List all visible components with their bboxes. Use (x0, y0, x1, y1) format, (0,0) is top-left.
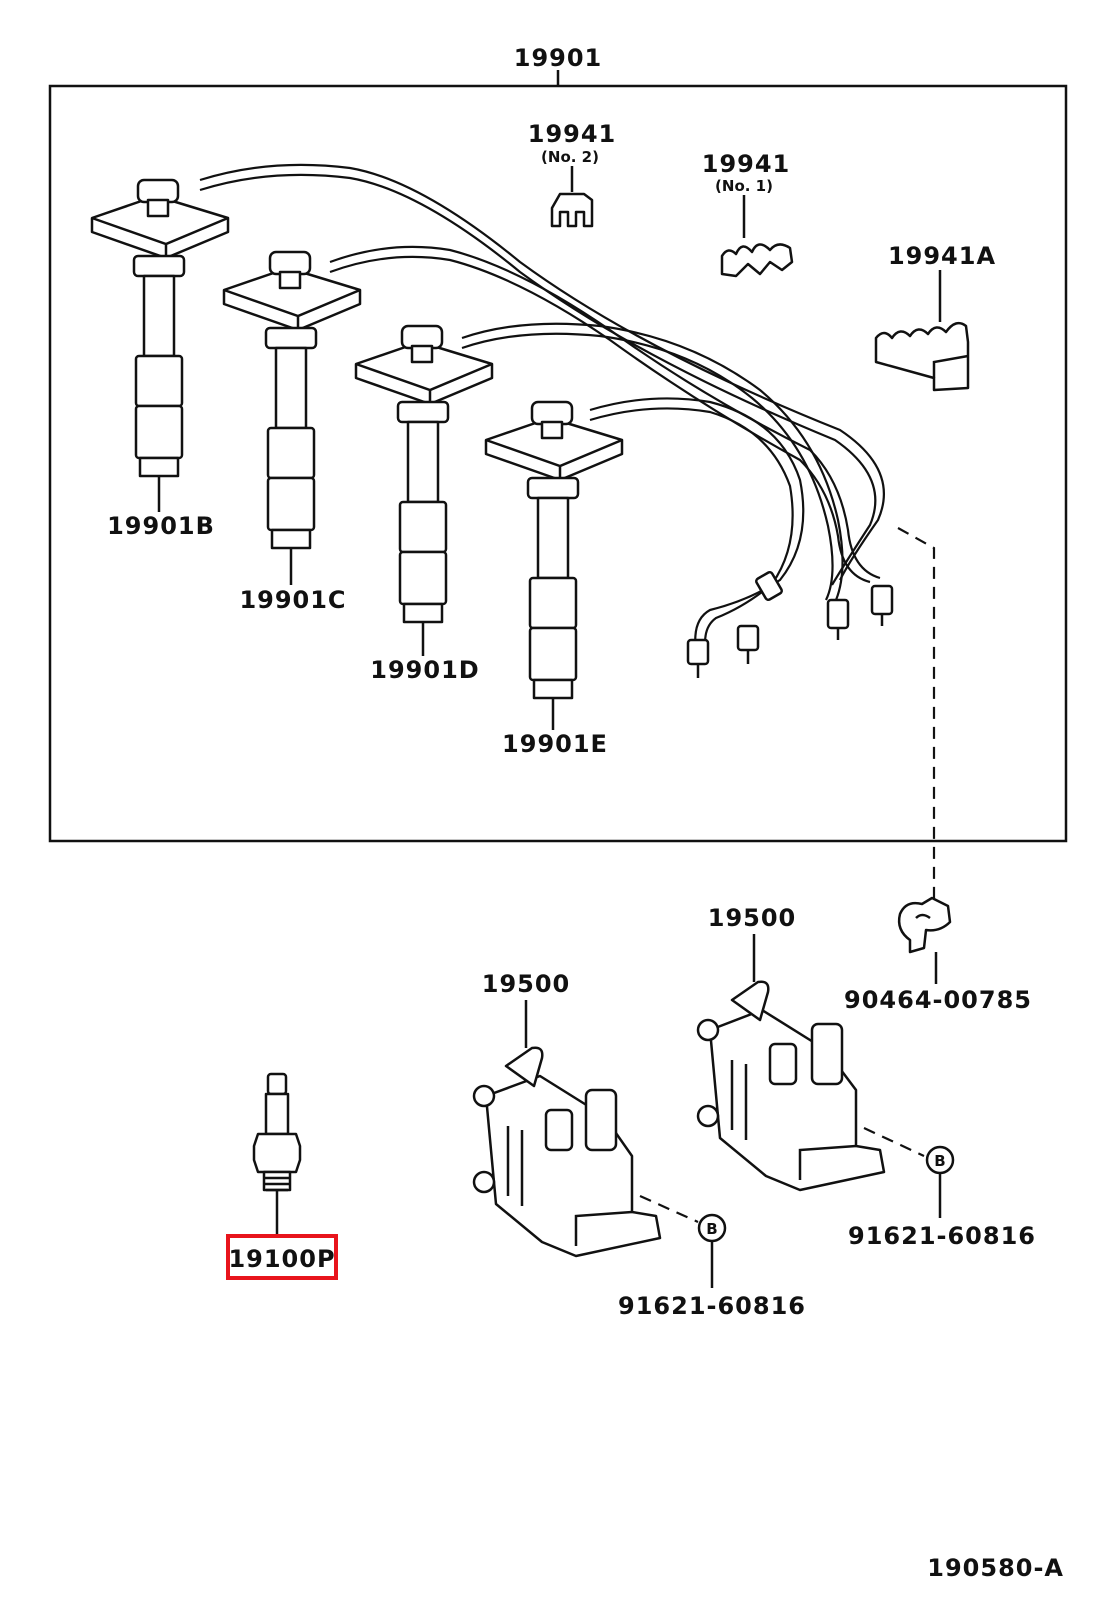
label-19941-no1-sub: (No. 1) (715, 177, 773, 195)
figure-code: 190580-A (927, 1554, 1064, 1582)
ignition-wires (199, 163, 885, 653)
clamp-a-icon (874, 321, 970, 392)
spark-plug-highlight-box (226, 1234, 338, 1280)
bolt-left-marker-letter: B (706, 1220, 717, 1238)
label-19941-no2[interactable]: 19941 (528, 120, 617, 148)
coil-right-icon (696, 980, 886, 1192)
label-19500-left[interactable]: 19500 (482, 970, 571, 998)
label-19901[interactable]: 19901 (514, 44, 603, 72)
label-19901E[interactable]: 19901E (502, 730, 608, 758)
bolt-left-dashed-leader (639, 1194, 699, 1224)
cord-19901D-icon (354, 324, 494, 624)
label-91621-60816-right[interactable]: 91621-60816 (848, 1222, 1036, 1250)
label-90464-00785[interactable]: 90464-00785 (844, 986, 1032, 1014)
bolt-right-marker-letter: B (934, 1152, 945, 1170)
label-91621-60816-left[interactable]: 91621-60816 (618, 1292, 806, 1320)
label-19901D[interactable]: 19901D (370, 656, 479, 684)
wire-end-boots (686, 570, 894, 678)
label-19941A[interactable]: 19941A (888, 242, 996, 270)
cord-19901E-icon (484, 400, 624, 700)
label-19941-no1[interactable]: 19941 (702, 150, 791, 178)
bolt-right-dashed-leader (863, 1127, 925, 1157)
clip-dashed-leader (897, 527, 936, 900)
clamp-no2-icon (550, 192, 594, 228)
spark-plug-icon (252, 1072, 302, 1192)
label-19100P[interactable]: 19100P (228, 1245, 335, 1273)
coil-left-icon (472, 1046, 662, 1258)
label-19941-no2-sub: (No. 2) (541, 148, 599, 166)
label-19901B[interactable]: 19901B (107, 512, 215, 540)
cord-19901B-icon (90, 178, 230, 478)
label-19500-right[interactable]: 19500 (708, 904, 797, 932)
clamp-no1-icon (720, 243, 794, 278)
cord-19901C-icon (222, 250, 362, 550)
clip-90464-icon (897, 896, 952, 954)
label-19901C[interactable]: 19901C (239, 586, 346, 614)
